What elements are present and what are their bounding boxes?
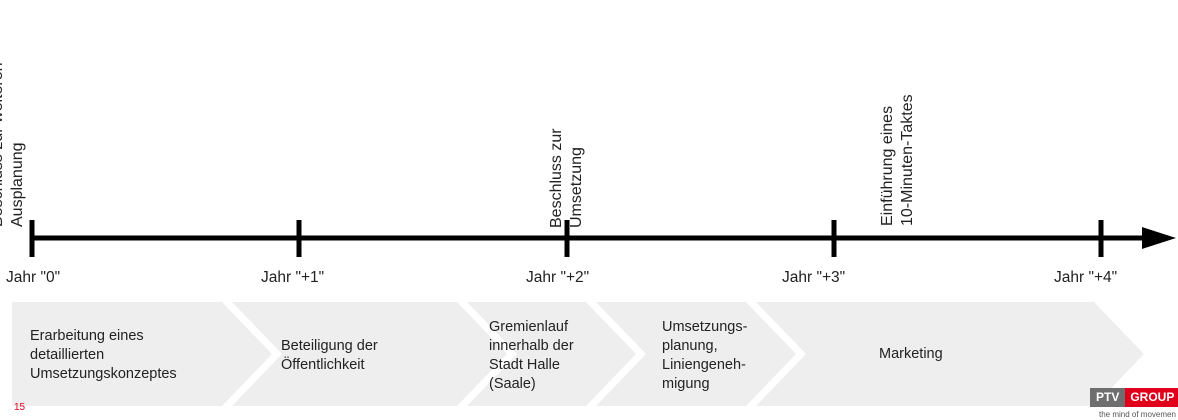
ptv-group-logo: PTV GROUP (1090, 388, 1178, 407)
milestone-label: Beschluss zur Umsetzung (548, 128, 585, 228)
phase-chevron-5 (756, 302, 1144, 406)
year-label: Jahr "0" (6, 269, 61, 286)
year-label: Jahr "+1" (261, 269, 325, 286)
year-label: Jahr "+4" (1054, 269, 1118, 286)
phase-label: Marketing (879, 346, 943, 362)
timeline-axis (29, 220, 1176, 257)
phase-label: Umsetzungs- planung, Liniengeneh- migung (662, 319, 748, 392)
milestone-label: Beschluss zur weiteren Ausplanung (0, 62, 26, 227)
year-label: Jahr "+3" (782, 269, 846, 286)
phase-chevron-2 (232, 302, 507, 406)
phase-label: Beteiligung der Öffentlichkeit (281, 338, 378, 373)
phase-label: Gremienlauf innerhalb der Stadt Halle (S… (489, 319, 574, 392)
timeline-arrowhead (1142, 227, 1176, 249)
phase-chevrons (12, 302, 1144, 406)
phase-chevron-3 (467, 302, 636, 406)
phase-label: Erarbeitung eines detaillierten Umsetzun… (30, 328, 177, 382)
logo-tagline: the mind of movemen (1099, 410, 1176, 419)
phase-chevron-1 (12, 302, 272, 406)
logo-group: GROUP (1125, 388, 1178, 407)
year-label: Jahr "+2" (526, 269, 590, 286)
slide-number: 15 (14, 402, 26, 413)
phase-chevron-4 (596, 302, 796, 406)
logo-ptv: PTV (1090, 388, 1126, 407)
milestone-label: Einführung eines 10-Minuten-Taktes (879, 94, 916, 226)
